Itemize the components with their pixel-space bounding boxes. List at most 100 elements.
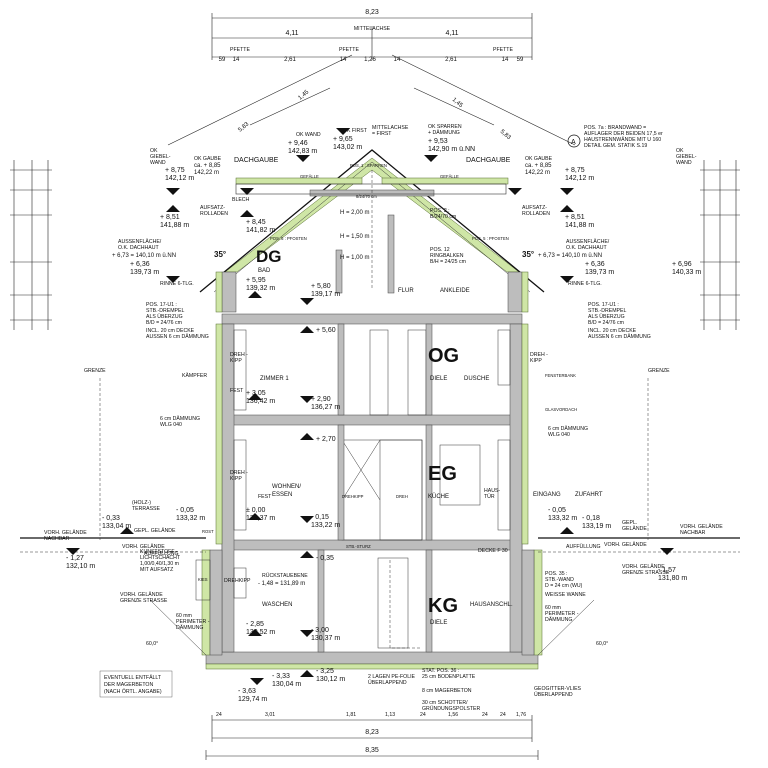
pos35-2: STB.-WAND — [545, 577, 574, 583]
decke-right-1: INCL. 20 cm DECKE — [588, 328, 637, 334]
bottom-seg-3: 1,81 — [346, 712, 356, 718]
drehkipp-eg: DREHKIPP — [342, 494, 364, 499]
lvl-305-2: 136,42 m — [246, 398, 275, 405]
lvl-580-1: + 5,80 — [311, 283, 331, 290]
lvl-127-2: 132,10 m — [66, 563, 95, 570]
lvl-000-2: 133,37 m — [246, 515, 275, 522]
bottom-seg-6: 1,56 — [448, 712, 458, 718]
lvl-636-left-2: 139,73 m — [130, 269, 159, 276]
pos7a-circle-label: A — [571, 139, 576, 146]
bottom-seg-9: 1,76 — [516, 712, 526, 718]
gaube-left-3: 142,22 m — [194, 170, 219, 176]
lvl-325-2: 130,12 m — [316, 676, 345, 683]
pfosten-right: POS. 5 : PFOSTEN — [472, 236, 509, 241]
lvl-333-2: 130,04 m — [272, 681, 301, 688]
lvl-636-right-2: 139,73 m — [585, 269, 614, 276]
lvl-285-2: 130,52 m — [246, 629, 275, 636]
giebel-right-2: GIEBEL- — [676, 154, 697, 160]
vorh-right-1b: NACHBAR — [680, 530, 706, 536]
top-seg-1: 59 — [219, 57, 226, 63]
auff-left: AUFFÜLLUNG — [144, 550, 179, 557]
room-flur: FLUR — [398, 288, 414, 294]
terr-033-1: - 0,33 — [102, 515, 120, 522]
vorh-grenze-left-1: VORH. GELÄNDE — [120, 591, 163, 598]
kaempfer: KÄMPFER — [182, 372, 207, 379]
pos12-1: POS. 12 — [430, 247, 450, 253]
gaube-right-3: 142,22 m — [525, 170, 550, 176]
room-kueche: KÜCHE — [428, 493, 449, 500]
giebel-right-5: 142,12 m — [565, 175, 594, 182]
pos17-left-2: STB.-DREMPEL — [146, 308, 184, 314]
eing-018-2: 133,19 m — [582, 523, 611, 530]
lvl-363-2: 129,74 m — [238, 696, 267, 703]
h200: H = 2,00 m — [340, 210, 370, 216]
kg-148-1: RÜCKSTAUEBENE — [262, 572, 308, 579]
pos12-3: B/H = 24/25 cm — [430, 259, 466, 265]
terr-2: TERRASSE — [132, 506, 161, 512]
lvl-285-1: - 2,85 — [246, 621, 264, 628]
lvl-851-left-1: + 8,51 — [160, 214, 180, 221]
top-dimension-chains: 8,23 MITTELACHSE 4,11 4,11 PFETTE PFETTE… — [167, 9, 576, 146]
pfette-right: PFETTE — [493, 47, 513, 53]
glasvordach: GLASVORDACH — [545, 407, 577, 412]
room-dusche: DUSCHE — [464, 376, 489, 382]
gaube-right-2: ca. + 8,85 — [525, 163, 552, 169]
room-kg: KG — [428, 595, 458, 617]
ok-sparren-1: OK SPARREN — [428, 124, 462, 130]
lvl-851-left-2: 141,88 m — [160, 222, 189, 229]
daem-right-1: 6 cm DÄMMUNG — [548, 425, 588, 432]
kunststoff-4: MIT AUFSATZ — [140, 567, 173, 573]
giebel-right-4: + 8,75 — [565, 167, 585, 174]
pos1-2: 8/24/70 cm — [356, 194, 377, 199]
rafter-right: 5,83 — [499, 129, 512, 142]
bottom-seg-1: 24 — [216, 712, 222, 718]
pos7a-2: AUFLAGER DER BEIDEN 17,5 er — [584, 131, 663, 137]
lvl-305-1: + 3,05 — [246, 390, 266, 397]
kg-148-2: - 1,48 = 131,89 m — [258, 581, 305, 587]
pos2-2: B/24/70 cm — [430, 214, 456, 220]
half-left: 4,11 — [285, 30, 298, 37]
dreh-kipp-og-r1: DREH - — [530, 352, 548, 358]
peri-right-1: 60 mm — [545, 605, 561, 611]
lvl-363-1: - 3,63 — [238, 688, 256, 695]
dh-left-3: + 6,73 = 140,10 m ü.NN — [112, 253, 176, 259]
lvl-290-2: 136,27 m — [311, 404, 340, 411]
pe-folie-2: ÜBERLAPPEND — [368, 679, 407, 686]
lvl-290-1: + 2,90 — [311, 396, 331, 403]
first-axis-2: = FIRST — [372, 131, 392, 137]
gaube-left-1: OK GAUBE — [194, 156, 222, 162]
room-hausanschl: HAUSANSCHL. — [470, 602, 513, 608]
lvl-325-1: - 3,25 — [316, 668, 334, 675]
pos17-left-3: ALS ÜBERZUG — [146, 313, 183, 320]
vorh-left-1b: NACHBAR — [44, 536, 70, 542]
lvl-845-2: 141,82 m — [246, 227, 275, 234]
h100: H = 1,00 m — [340, 255, 370, 261]
dreh-kipp-eg-1: DREH - — [230, 470, 248, 476]
gaube-left-2: ca. + 8,85 — [194, 163, 221, 169]
weisse-wanne: WEISSE WANNE — [545, 592, 586, 598]
lvl-560: + 5,60 — [316, 327, 336, 334]
first-axis-1: MITTELACHSE — [372, 125, 409, 131]
room-dg: DG — [256, 247, 282, 266]
room-waschen: WASCHEN — [262, 602, 292, 608]
ok-first-abs: 143,02 m — [333, 144, 362, 151]
top-seg-2: 14 — [233, 57, 240, 63]
peri-left-2: PERIMETER - — [176, 619, 210, 625]
lvl-595-2: 139,32 m — [246, 285, 275, 292]
ok-first-rel: + 9,65 — [333, 136, 353, 143]
room-wohnen-1: WOHNEN/ — [272, 484, 301, 490]
room-ankleide: ANKLEIDE — [440, 288, 470, 294]
lvl-300-1: - 3,00 — [311, 627, 329, 634]
pfette-mid: PFETTE — [339, 47, 359, 53]
grenze-right: GRENZE — [648, 368, 670, 374]
pos17-right-3: ALS ÜBERZUG — [588, 313, 625, 320]
building-body — [20, 313, 740, 670]
dh-left-2: O.K. DACHHAUT — [118, 245, 159, 251]
deg35-left: 35° — [214, 250, 226, 259]
vlies-1: GEOGITTER-VLIES — [534, 686, 582, 692]
vorh-left-2: VORH. GELÄNDE — [122, 543, 165, 550]
rinne-left: RINNE 6-TLG. — [160, 281, 194, 287]
schotter-2: GRÜNDUNGSPOLSTER — [422, 705, 480, 712]
slope-left: 1,45 — [297, 89, 310, 102]
